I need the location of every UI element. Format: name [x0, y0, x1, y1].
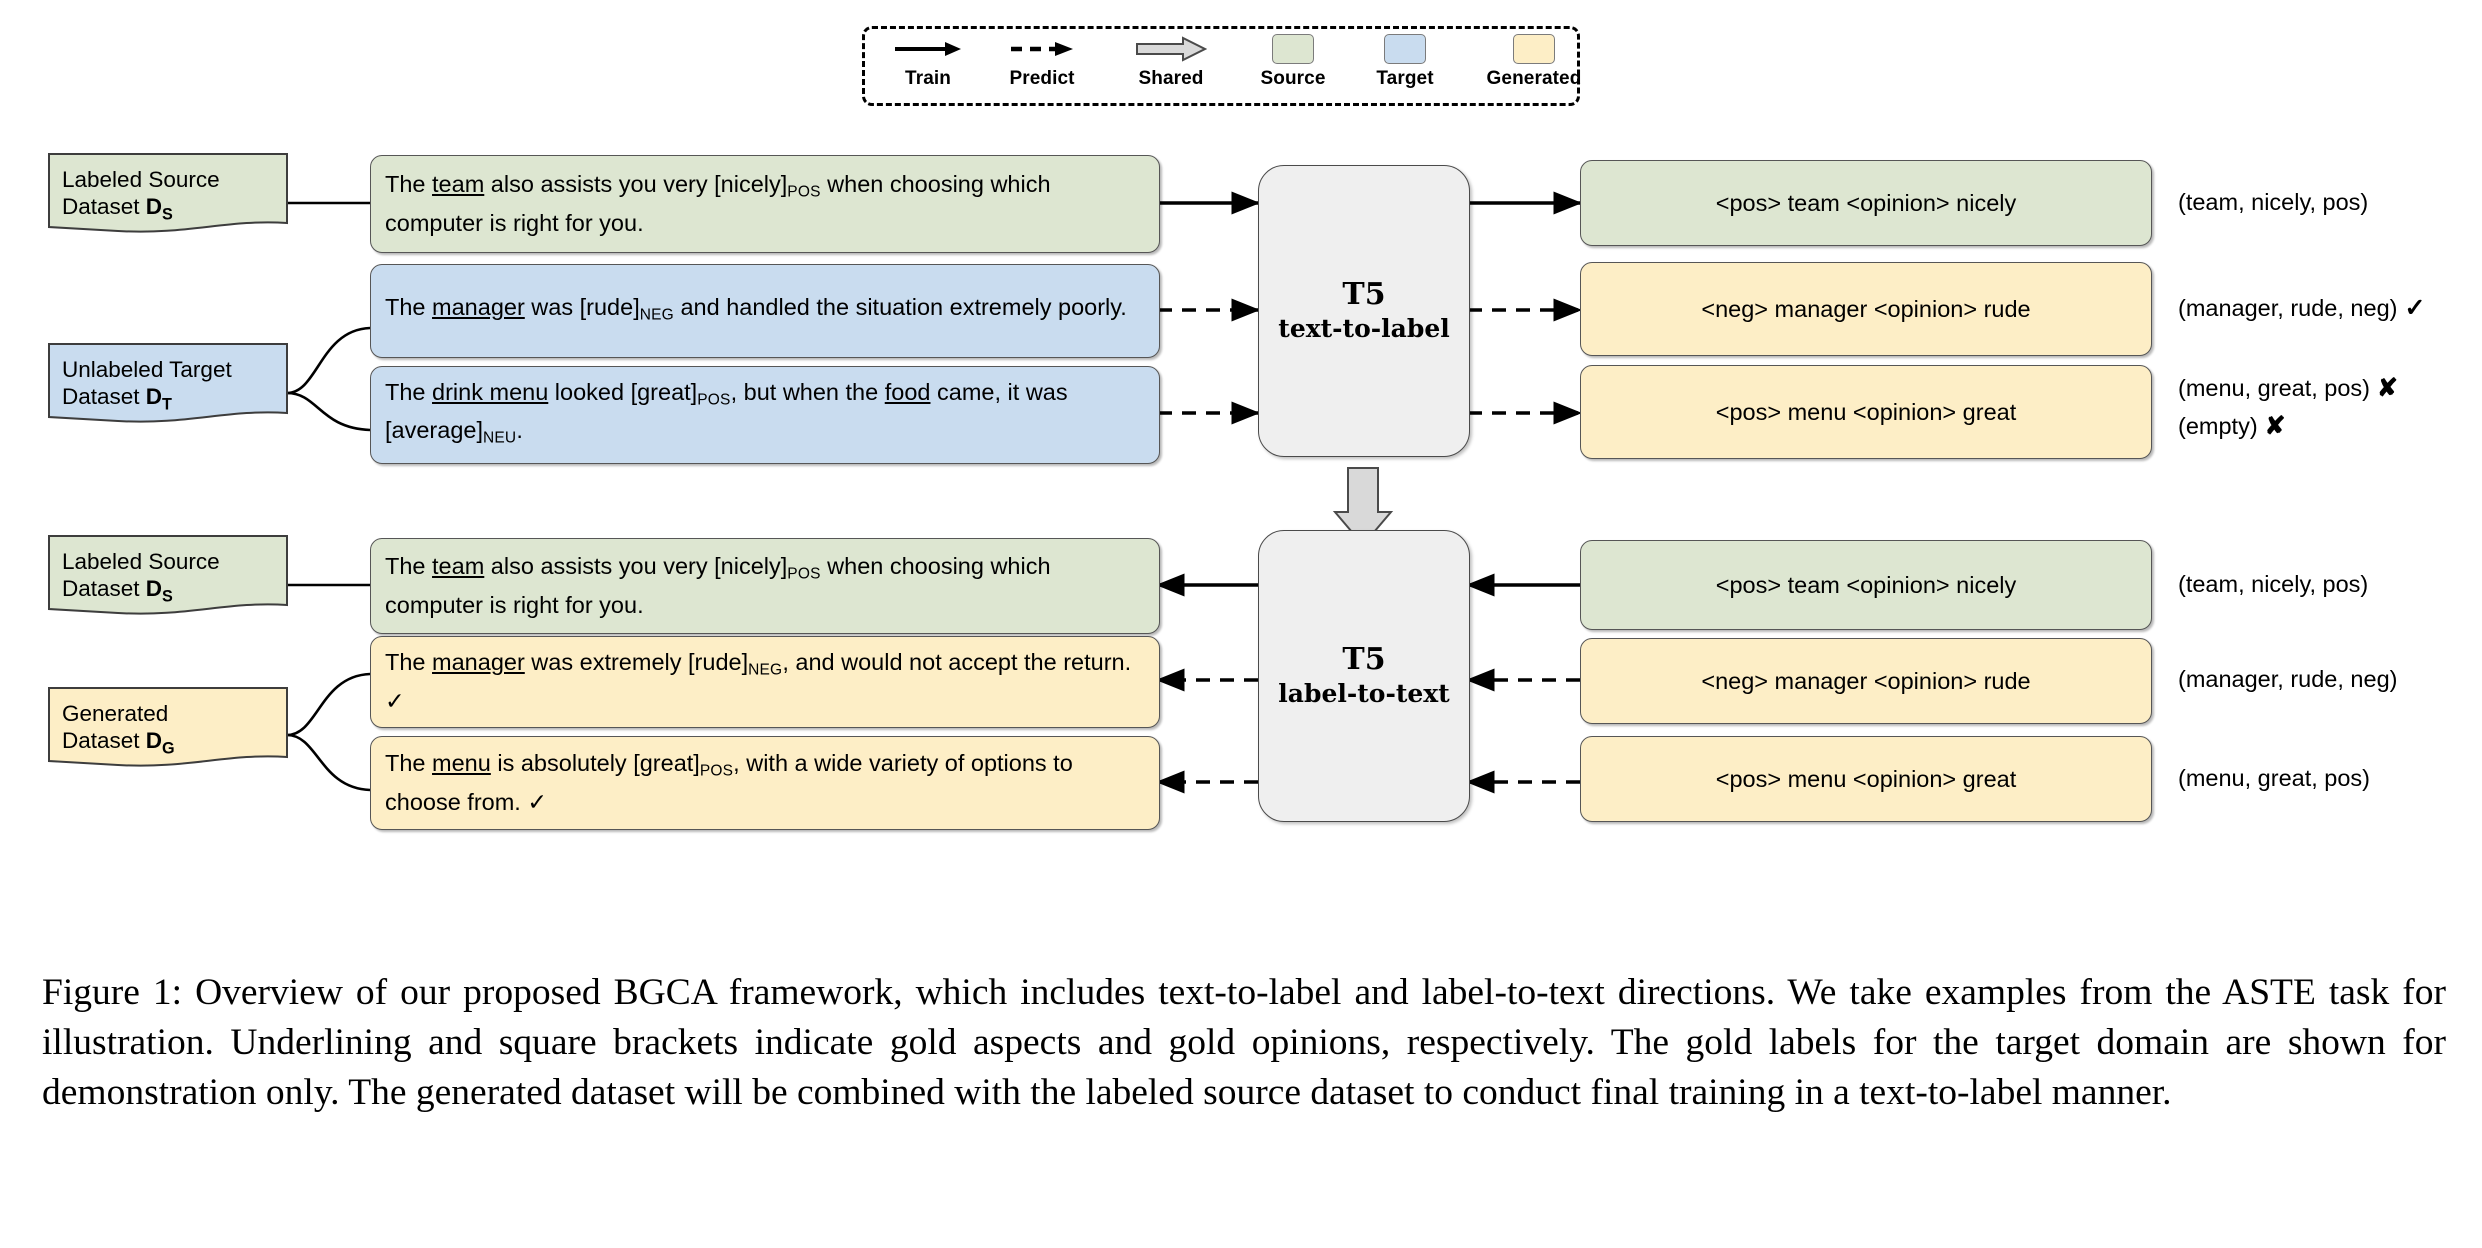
legend-item-shared: Shared — [1109, 29, 1233, 109]
t5-subtitle: label-to-text — [1278, 679, 1450, 709]
label-text: <neg> manager <opinion> rude — [1701, 667, 2031, 694]
labeled-source-dataset-bottom: Labeled Source Dataset DS — [48, 535, 288, 625]
triple-annotation-5: (team, nicely, pos) — [2178, 568, 2375, 601]
legend-label-target: Target — [1376, 68, 1434, 89]
triple-annotation-4: (empty)✘ — [2178, 410, 2286, 443]
legend-item-generated: Generated — [1461, 29, 1607, 109]
target-sentence-box-1: The manager was [rude]NEG and handled th… — [370, 264, 1160, 358]
sentence-text: The team also assists you very [nicely]P… — [385, 553, 1051, 618]
dataset-symbol: DS — [145, 576, 173, 606]
input-label-box-1: <pos> team <opinion> nicely — [1580, 540, 2152, 630]
t5-label-to-text-module: T5 label-to-text — [1258, 530, 1470, 822]
target-sentence-box-2: The drink menu looked [great]POS, but wh… — [370, 366, 1160, 464]
legend-label-train: Train — [905, 68, 951, 89]
output-label-box-1: <pos> team <opinion> nicely — [1580, 160, 2152, 246]
dataset-title-line1: Unlabeled Target — [62, 357, 232, 382]
blue-swatch-icon — [1384, 29, 1426, 69]
legend-item-train: Train — [875, 29, 981, 109]
sentence-text: The manager was [rude]NEG and handled th… — [385, 293, 1127, 324]
triple-text: (team, nicely, pos) — [2178, 571, 2369, 597]
block-arrow-icon — [1135, 29, 1207, 69]
label-text: <neg> manager <opinion> rude — [1701, 295, 2031, 322]
sentence-text: The manager was extremely [rude]NEG, and… — [385, 649, 1132, 714]
source-sentence-box-bottom: The team also assists you very [nicely]P… — [370, 538, 1160, 634]
input-label-box-3: <pos> menu <opinion> great — [1580, 736, 2152, 822]
triple-mark: ✘ — [2377, 374, 2398, 402]
dataset-symbol: DT — [145, 384, 172, 414]
legend-label-shared: Shared — [1138, 68, 1204, 89]
dashed-arrow-icon — [1007, 29, 1077, 69]
label-text: <pos> team <opinion> nicely — [1715, 571, 2017, 598]
triple-mark — [2397, 665, 2404, 693]
green-swatch-icon — [1272, 29, 1314, 69]
yellow-swatch-icon — [1513, 29, 1555, 69]
sentence-text: The drink menu looked [great]POS, but wh… — [385, 378, 1068, 447]
generated-sentence-box-2: The menu is absolutely [great]POS, with … — [370, 736, 1160, 830]
solid-arrow-icon — [893, 29, 963, 69]
figure-caption: Figure 1: Overview of our proposed BGCA … — [42, 972, 2446, 1113]
triple-mark — [2368, 570, 2375, 598]
triple-mark — [2370, 764, 2377, 792]
triple-annotation-1: (team, nicely, pos) — [2178, 186, 2375, 219]
legend-item-source: Source — [1237, 29, 1349, 109]
legend-label-generated: Generated — [1486, 68, 1582, 89]
shared-weights-arrow-icon — [1332, 467, 1394, 547]
triple-text: (manager, rude, neg) — [2178, 295, 2398, 321]
dataset-title-line1: Labeled Source — [62, 549, 220, 574]
triple-mark: ✓ — [2404, 294, 2426, 322]
t5-subtitle: text-to-label — [1278, 314, 1450, 344]
triple-text: (menu, great, pos) — [2178, 765, 2371, 791]
generated-sentence-box-1: The manager was extremely [rude]NEG, and… — [370, 636, 1160, 728]
legend-label-source: Source — [1260, 68, 1326, 89]
legend-label-predict: Predict — [1009, 68, 1075, 89]
triple-mark — [2368, 188, 2375, 216]
t5-text-to-label-module: T5 text-to-label — [1258, 165, 1470, 457]
sentence-text: The team also assists you very [nicely]P… — [385, 171, 1051, 236]
triple-text: (team, nicely, pos) — [2178, 189, 2369, 215]
dataset-symbol: DG — [145, 728, 175, 758]
dataset-symbol: DS — [145, 194, 173, 224]
triple-annotation-7: (menu, great, pos) — [2178, 762, 2377, 795]
dataset-title-line2: Dataset — [62, 194, 146, 219]
triple-text: (empty) — [2178, 413, 2258, 439]
dataset-title-line2: Dataset — [62, 384, 146, 409]
dataset-title-line1: Generated — [62, 701, 169, 726]
triple-mark: ✘ — [2264, 412, 2286, 440]
labeled-source-dataset-top: Labeled Source Dataset DS — [48, 153, 288, 243]
legend-item-predict: Predict — [977, 29, 1107, 109]
legend-item-target: Target — [1349, 29, 1461, 109]
generated-dataset: Generated Dataset DG — [48, 687, 288, 777]
triple-annotation-2: (manager, rude, neg)✓ — [2178, 292, 2425, 325]
triple-text: (menu, great, pos) — [2178, 375, 2371, 401]
dataset-title-line2: Dataset — [62, 728, 146, 753]
t5-title: T5 — [1342, 641, 1386, 677]
legend-panel: Train Predict Shared Source Target — [862, 26, 1581, 109]
sentence-text: The menu is absolutely [great]POS, with … — [385, 750, 1073, 815]
label-text: <pos> menu <opinion> great — [1715, 398, 2017, 425]
triple-annotation-6: (manager, rude, neg) — [2178, 663, 2404, 696]
label-text: <pos> team <opinion> nicely — [1715, 189, 2017, 216]
dataset-title-line2: Dataset — [62, 576, 146, 601]
t5-title: T5 — [1342, 276, 1386, 312]
triple-annotation-3: (menu, great, pos)✘ — [2178, 372, 2398, 405]
output-label-box-3: <pos> menu <opinion> great — [1580, 365, 2152, 459]
triple-text: (manager, rude, neg) — [2178, 666, 2398, 692]
label-text: <pos> menu <opinion> great — [1715, 765, 2017, 792]
input-label-box-2: <neg> manager <opinion> rude — [1580, 638, 2152, 724]
source-sentence-box-top: The team also assists you very [nicely]P… — [370, 155, 1160, 253]
dataset-title-line1: Labeled Source — [62, 167, 220, 192]
unlabeled-target-dataset: Unlabeled Target Dataset DT — [48, 343, 288, 433]
output-label-box-2: <neg> manager <opinion> rude — [1580, 262, 2152, 356]
